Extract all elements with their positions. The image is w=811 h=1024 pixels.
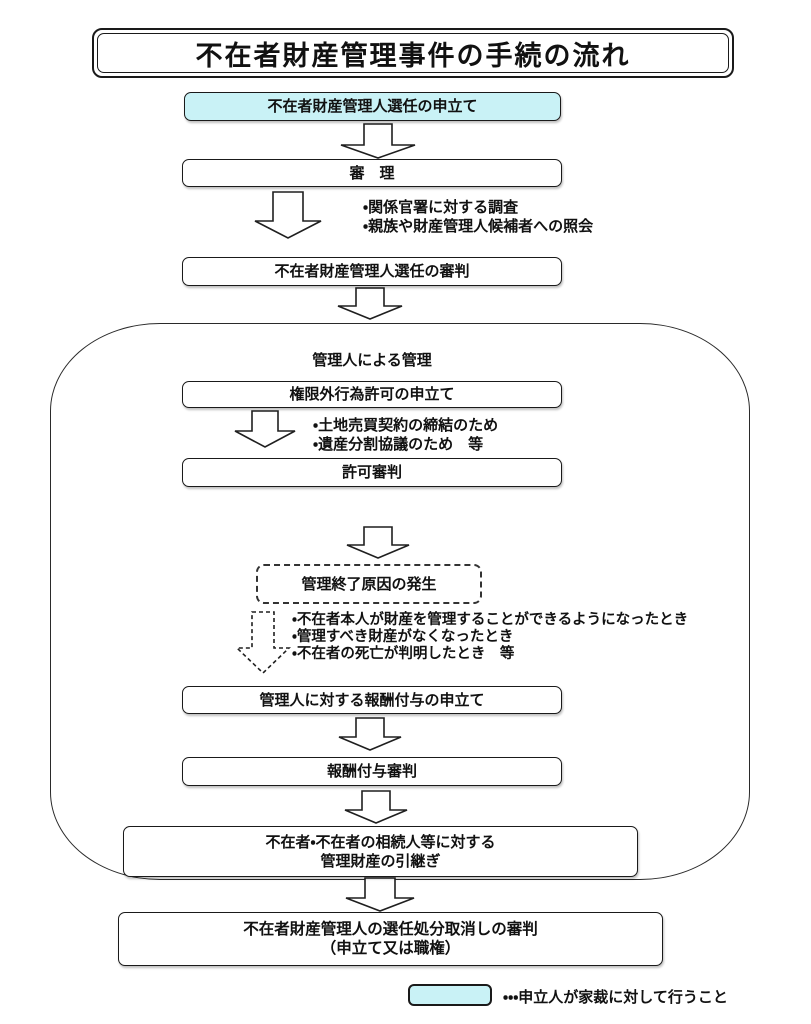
step-termination-cause-box: 管理終了原因の発生 xyxy=(256,564,482,604)
step-remuneration-ruling-label: 報酬付与審判 xyxy=(326,762,417,781)
step-petition-label: 不在者財産管理人選任の申立て xyxy=(267,97,478,116)
step-cancellation-ruling-box: 不在者財産管理人の選任処分取消しの審判 （申立て又は職権） xyxy=(118,912,663,966)
note-line: ・不在者本人が財産を管理することができるようになったとき xyxy=(292,612,689,628)
arrow-down-icon xyxy=(337,287,403,320)
step-remuneration-petition-box: 管理人に対する報酬付与の申立て xyxy=(182,686,562,714)
management-phase-label: 管理人による管理 xyxy=(312,351,432,369)
step-petition-box: 不在者財産管理人選任の申立て xyxy=(184,92,561,121)
page-title: 不在者財産管理事件の手続の流れ xyxy=(195,40,631,72)
examination-notes: ・関係官署に対する調査 ・親族や財産管理人候補者への照会 xyxy=(363,198,593,236)
diagram-title-box: 不在者財産管理事件の手続の流れ xyxy=(92,28,734,78)
step-beyond-authority-petition-label: 権限外行為許可の申立て xyxy=(289,385,455,404)
arrow-down-icon xyxy=(254,191,322,239)
step-examination-label: 審 理 xyxy=(349,163,395,182)
step-remuneration-ruling-box: 報酬付与審判 xyxy=(182,757,562,786)
title-box-inner-border xyxy=(97,33,729,73)
step-cancellation-line1: 不在者財産管理人の選任処分取消しの審判 xyxy=(243,919,538,938)
beyond-authority-notes: ・土地売買契約の締結のため ・遺産分割協議のため 等 xyxy=(313,416,498,454)
note-line: ・管理すべき財産がなくなったとき xyxy=(292,629,514,645)
legend-cyan-swatch xyxy=(408,984,492,1006)
step-beyond-authority-petition-box: 権限外行為許可の申立て xyxy=(182,381,562,408)
step-permission-ruling-box: 許可審判 xyxy=(182,458,562,487)
step-termination-cause-label: 管理終了原因の発生 xyxy=(301,574,437,593)
note-line: ・土地売買契約の締結のため xyxy=(313,416,499,434)
note-line: ・関係官署に対する調査 xyxy=(363,198,519,216)
step-appointment-ruling-label: 不在者財産管理人選任の審判 xyxy=(274,262,470,281)
step-handover-line1: 不在者・不在者の相続人等に対する xyxy=(265,832,496,851)
step-handover-box: 不在者・不在者の相続人等に対する 管理財産の引継ぎ xyxy=(123,826,638,877)
step-remuneration-petition-label: 管理人に対する報酬付与の申立て xyxy=(259,690,485,709)
step-cancellation-line2: （申立て又は職権） xyxy=(320,939,461,957)
termination-notes: ・不在者本人が財産を管理することができるようになったとき ・管理すべき財産がなく… xyxy=(292,612,688,663)
note-line: ・遺産分割協議のため 等 xyxy=(313,435,484,453)
note-line: ・親族や財産管理人候補者への照会 xyxy=(363,217,594,235)
step-appointment-ruling-box: 不在者財産管理人選任の審判 xyxy=(182,257,562,286)
step-permission-ruling-label: 許可審判 xyxy=(341,463,402,482)
step-handover-line2: 管理財産の引継ぎ xyxy=(320,851,441,870)
step-examination-box: 審 理 xyxy=(182,159,562,187)
legend-text: ・・・申立人が家裁に対して行うこと xyxy=(503,988,728,1006)
note-line: ・不在者の死亡が判明したとき 等 xyxy=(292,646,515,662)
arrow-down-icon xyxy=(340,123,416,159)
arrow-down-icon xyxy=(345,877,415,912)
